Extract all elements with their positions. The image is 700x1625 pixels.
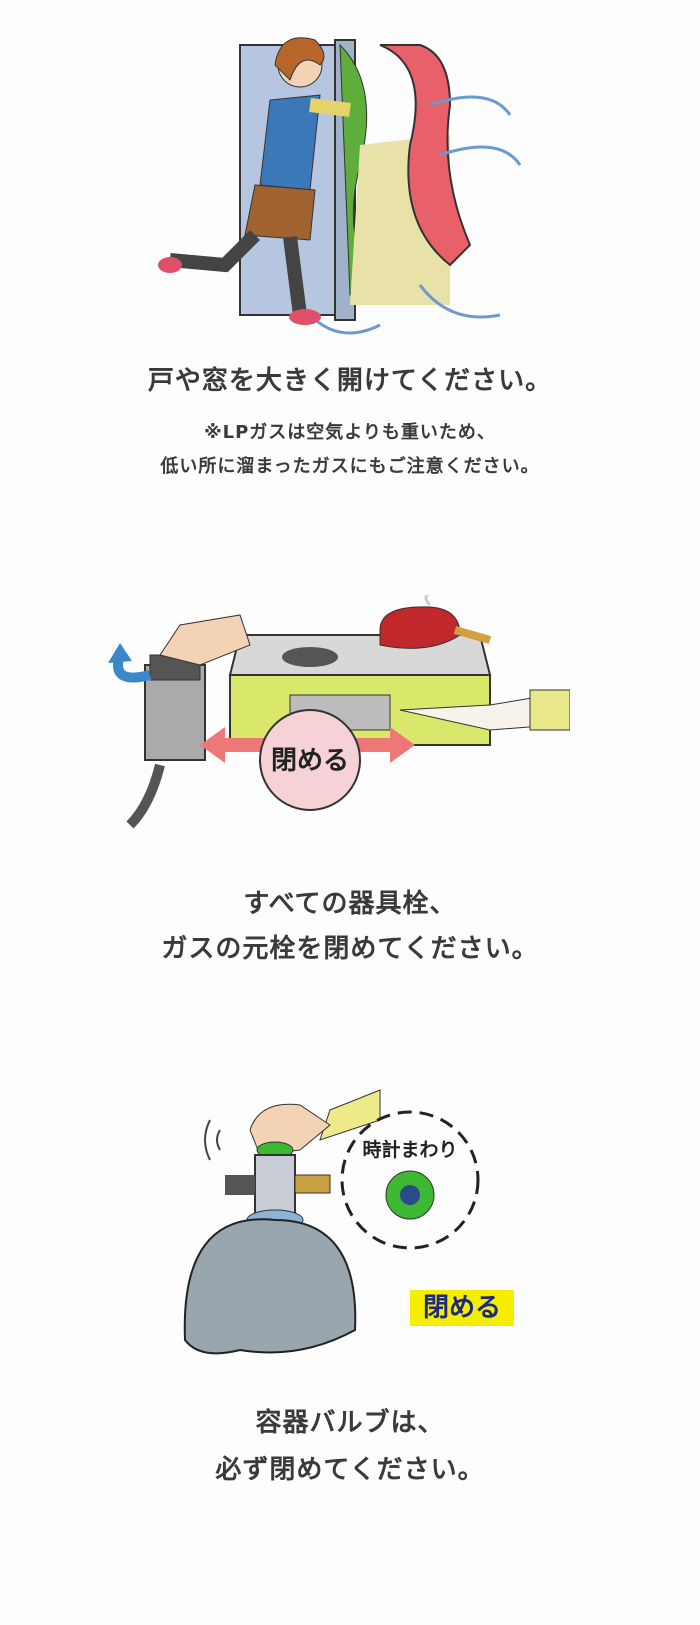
step3-line1: 容器バルブは、 xyxy=(255,1408,445,1438)
close-label-circle: 閉める xyxy=(270,746,349,776)
step1-title: 戸や窓を大きく開けてください。 xyxy=(147,366,553,396)
step3-line2: 必ず閉めてください。 xyxy=(215,1455,485,1485)
open-window-illustration xyxy=(158,37,522,335)
step1-note-line2: 低い所に溜まったガスにもご注意ください。 xyxy=(160,456,540,477)
step1-note-line1: ※LPガスは空気よりも重いため、 xyxy=(204,422,496,443)
close-stove-illustration xyxy=(108,595,570,829)
cylinder-valve-illustration xyxy=(183,1089,480,1355)
step2-line1: すべての器具栓、 xyxy=(243,889,457,919)
close-label-highlight: 閉める xyxy=(410,1290,514,1326)
clockwise-label: 時計まわり xyxy=(362,1139,458,1161)
step2-line2: ガスの元栓を閉めてください。 xyxy=(161,934,539,964)
